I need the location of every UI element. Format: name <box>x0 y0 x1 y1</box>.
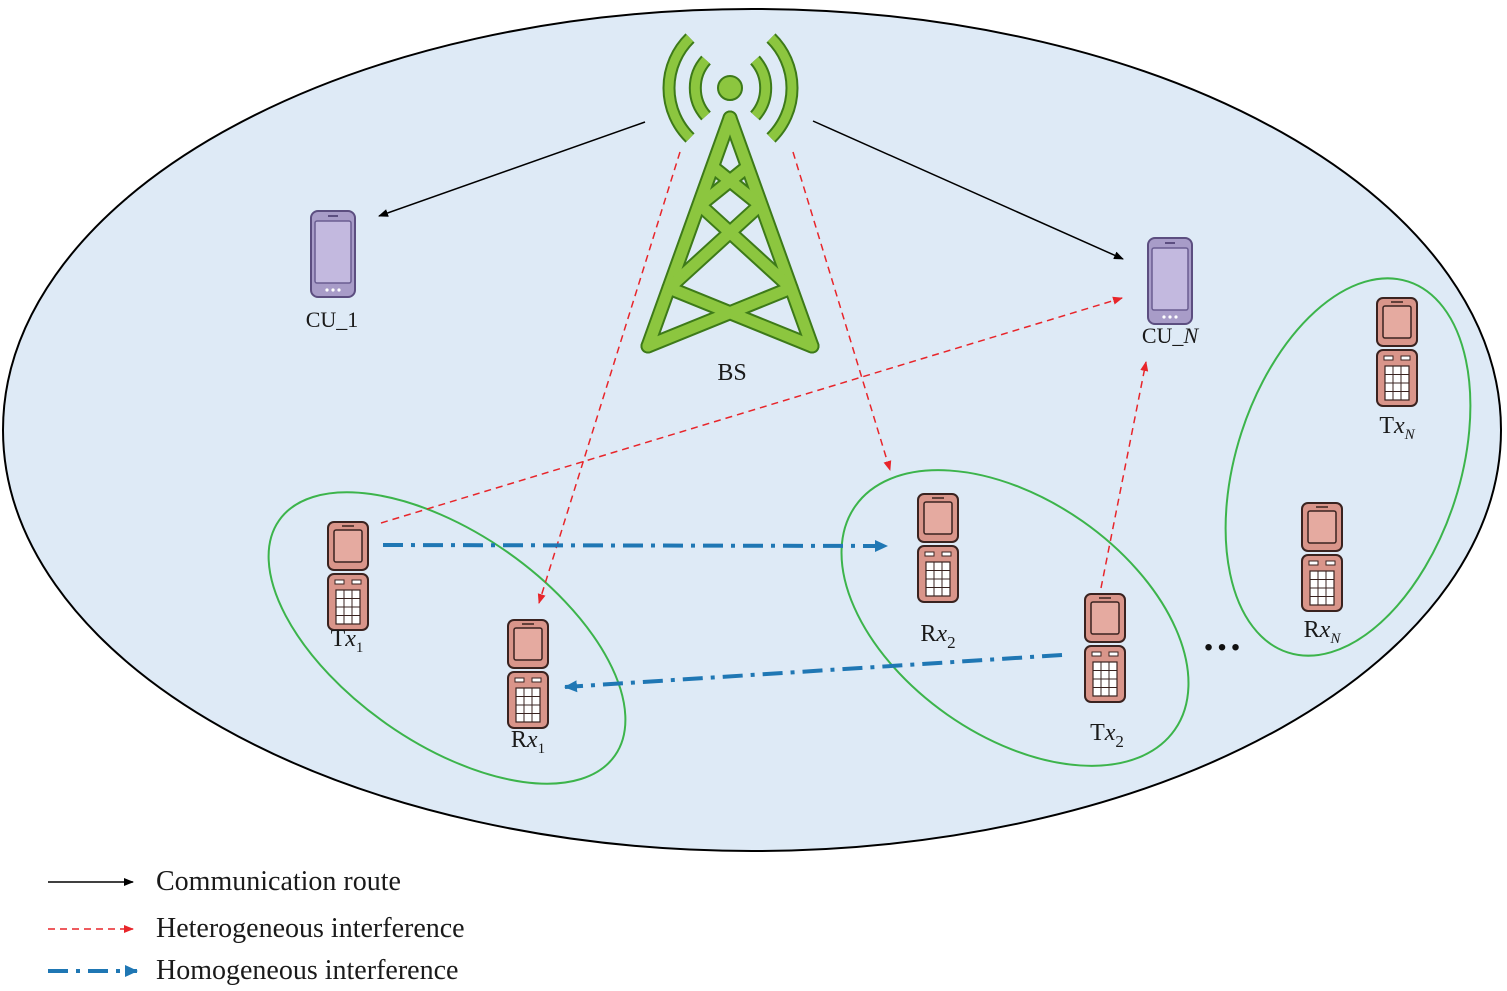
bs-label: BS <box>717 360 746 386</box>
rx2-label: Rx2 <box>920 621 955 652</box>
tx2-to-cun-interference <box>1100 361 1149 589</box>
bs-to-cu1-route <box>378 121 646 217</box>
tx1-flip-phone-icon <box>327 521 369 631</box>
legend: Communication route Heterogeneous interf… <box>48 866 465 986</box>
tx1-label: Tx1 <box>331 626 364 656</box>
cell-coverage-area <box>2 8 1502 852</box>
legend-heterogeneous-label: Heterogeneous interference <box>156 913 465 944</box>
cu-1-smartphone-icon <box>310 210 356 298</box>
heterogeneous-interference-links <box>380 151 1149 604</box>
legend-homogeneous-label: Homogeneous interference <box>156 955 458 986</box>
ellipsis-more-pairs: … <box>1202 614 1242 659</box>
bs-to-cun-route <box>812 120 1124 260</box>
tx1-to-rx2-interference <box>382 539 888 552</box>
txn-label: TxN <box>1379 413 1415 443</box>
txn-flip-phone-icon <box>1376 297 1418 407</box>
tx2-flip-phone-icon <box>1084 593 1126 703</box>
tx1-to-cun-interference <box>380 296 1123 524</box>
d2d-pair-2-ellipse <box>840 469 1190 767</box>
d2d-pair-n-ellipse <box>1224 277 1472 657</box>
bs-to-rx2-interference <box>792 151 892 471</box>
rxn-flip-phone-icon <box>1301 502 1343 612</box>
rx1-label: Rx1 <box>511 727 545 757</box>
cu-n-smartphone-icon <box>1147 237 1193 325</box>
legend-communication-label: Communication route <box>156 866 401 897</box>
tx2-label: Tx2 <box>1090 720 1124 751</box>
homogeneous-interference-links <box>382 539 1063 693</box>
rx2-flip-phone-icon <box>917 493 959 603</box>
cu-n-label: CU_N <box>1142 323 1200 348</box>
tx2-to-rx1-interference <box>564 653 1063 693</box>
rx1-flip-phone-icon <box>507 619 549 729</box>
cell-tower-icon <box>640 33 820 354</box>
cu-1-label: CU_1 <box>306 307 359 332</box>
bs-to-rx1-interference <box>537 151 681 604</box>
d2d-pair-1-ellipse <box>267 491 627 785</box>
communication-routes <box>378 120 1124 260</box>
rxn-label: RxN <box>1304 617 1342 647</box>
